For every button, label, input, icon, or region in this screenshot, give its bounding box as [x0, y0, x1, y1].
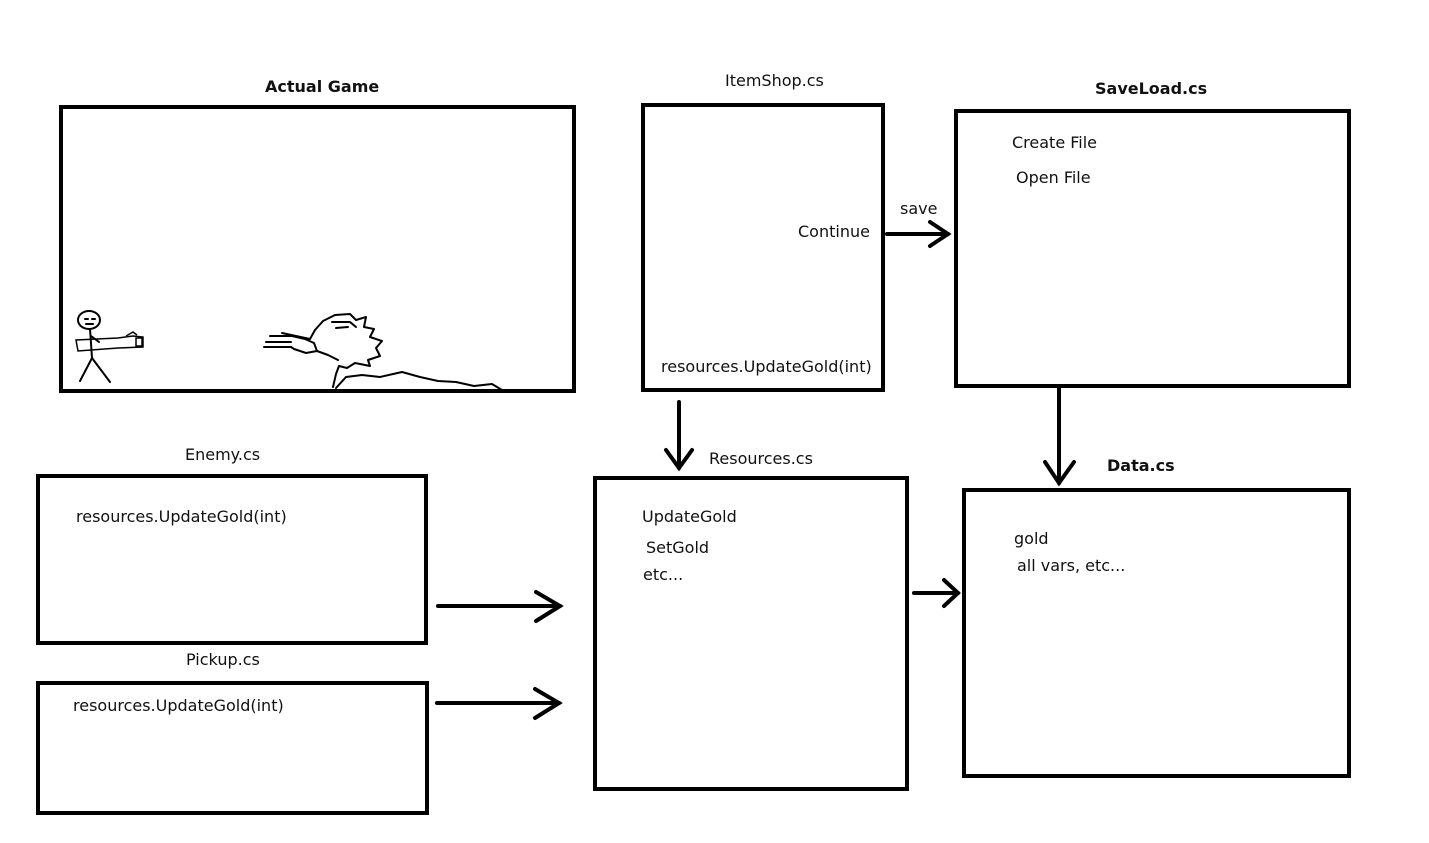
data-all-vars: all vars, etc... — [1017, 556, 1126, 575]
resources-etc: etc... — [643, 565, 684, 584]
pickup-title: Pickup.cs — [186, 650, 260, 669]
resources-to-data-arrow — [912, 578, 961, 608]
itemshop-update-gold-call: resources.UpdateGold(int) — [661, 357, 872, 376]
saveload-box — [954, 109, 1351, 388]
saveload-open-file: Open File — [1016, 168, 1091, 187]
save-arrow-label: save — [900, 199, 938, 218]
resources-update-gold: UpdateGold — [642, 507, 737, 526]
actual-game-title: Actual Game — [265, 77, 380, 96]
monster-creature — [263, 313, 503, 391]
data-box — [962, 488, 1351, 778]
data-gold: gold — [1014, 529, 1049, 548]
resources-title: Resources.cs — [709, 449, 813, 468]
itemshop-box — [641, 103, 885, 392]
itemshop-to-resources-arrow — [664, 400, 694, 472]
itemshop-title: ItemShop.cs — [725, 71, 824, 90]
pickup-update-gold-call: resources.UpdateGold(int) — [73, 696, 284, 715]
enemy-update-gold-call: resources.UpdateGold(int) — [76, 507, 287, 526]
saveload-to-data-arrow — [1043, 384, 1076, 487]
enemy-to-resources-arrow — [436, 590, 564, 623]
resources-set-gold: SetGold — [646, 538, 710, 557]
saveload-title: SaveLoad.cs — [1095, 79, 1208, 98]
enemy-title: Enemy.cs — [185, 445, 261, 464]
saveload-create-file: Create File — [1012, 133, 1098, 152]
data-title: Data.cs — [1107, 456, 1175, 475]
pickup-box — [36, 681, 429, 815]
gun-icon — [75, 331, 144, 352]
resources-box — [593, 476, 909, 791]
stick-figure-player — [77, 310, 111, 383]
save-arrow — [885, 220, 952, 248]
actual-game-box — [59, 105, 576, 393]
itemshop-continue-label: Continue — [798, 222, 870, 241]
enemy-box — [36, 474, 428, 645]
pickup-to-resources-arrow — [435, 687, 563, 720]
